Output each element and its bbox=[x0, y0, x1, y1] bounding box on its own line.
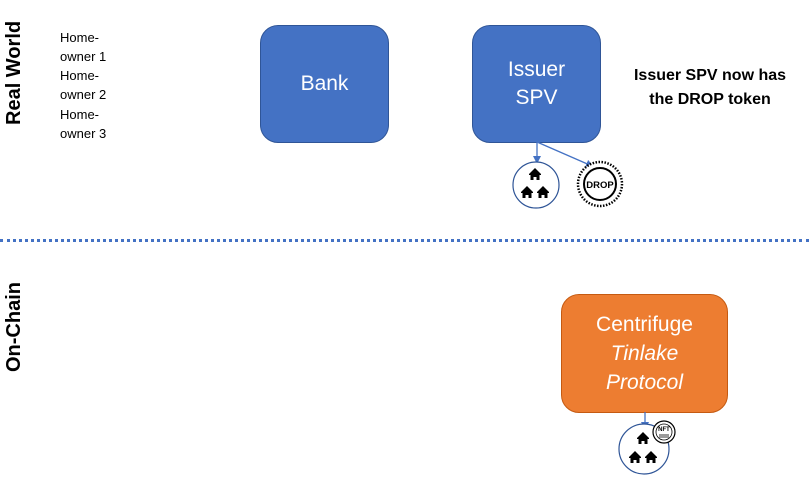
homeowner-3: Home- owner 3 bbox=[60, 105, 130, 143]
issuer-note: Issuer SPV now has the DROP token bbox=[615, 64, 805, 112]
issuer-spv-node: Issuer SPV bbox=[472, 25, 601, 143]
centrifuge-label-line2: Tinlake bbox=[610, 342, 679, 365]
property-icon bbox=[512, 161, 560, 209]
homeowner-1-line2: owner 1 bbox=[60, 49, 107, 64]
homeowner-1: Home- owner 1 bbox=[60, 28, 130, 66]
homeowner-1-line1: Home- bbox=[60, 30, 100, 45]
lane-divider bbox=[0, 239, 809, 242]
issuer-note-line1: Issuer SPV now has bbox=[633, 67, 787, 84]
issuer-label-line2: SPV bbox=[515, 86, 558, 109]
centrifuge-label-line1: Centrifuge bbox=[596, 313, 693, 336]
issuer-note-line2: the DROP token bbox=[649, 91, 771, 108]
bank-node: Bank bbox=[260, 25, 389, 143]
arrow-issuer-to-drop bbox=[536, 141, 594, 168]
homeowner-2-line1: Home- bbox=[60, 68, 100, 83]
nft-badge-icon: NFT bbox=[652, 420, 676, 444]
drop-coin-label: DROP bbox=[586, 180, 614, 191]
centrifuge-node: Centrifuge Tinlake Protocol bbox=[561, 294, 728, 413]
homeowner-2-line2: owner 2 bbox=[60, 87, 107, 102]
homeowner-3-line2: owner 3 bbox=[60, 126, 107, 141]
homeowner-2: Home- owner 2 bbox=[60, 66, 130, 104]
nft-badge-label: NFT bbox=[658, 427, 670, 433]
centrifuge-label-line3: Protocol bbox=[605, 371, 684, 394]
bank-label: Bank bbox=[300, 72, 349, 95]
issuer-label-line1: Issuer bbox=[507, 58, 566, 81]
drop-coin-icon: DROP bbox=[576, 160, 624, 208]
homeowner-3-line1: Home- bbox=[60, 107, 100, 122]
